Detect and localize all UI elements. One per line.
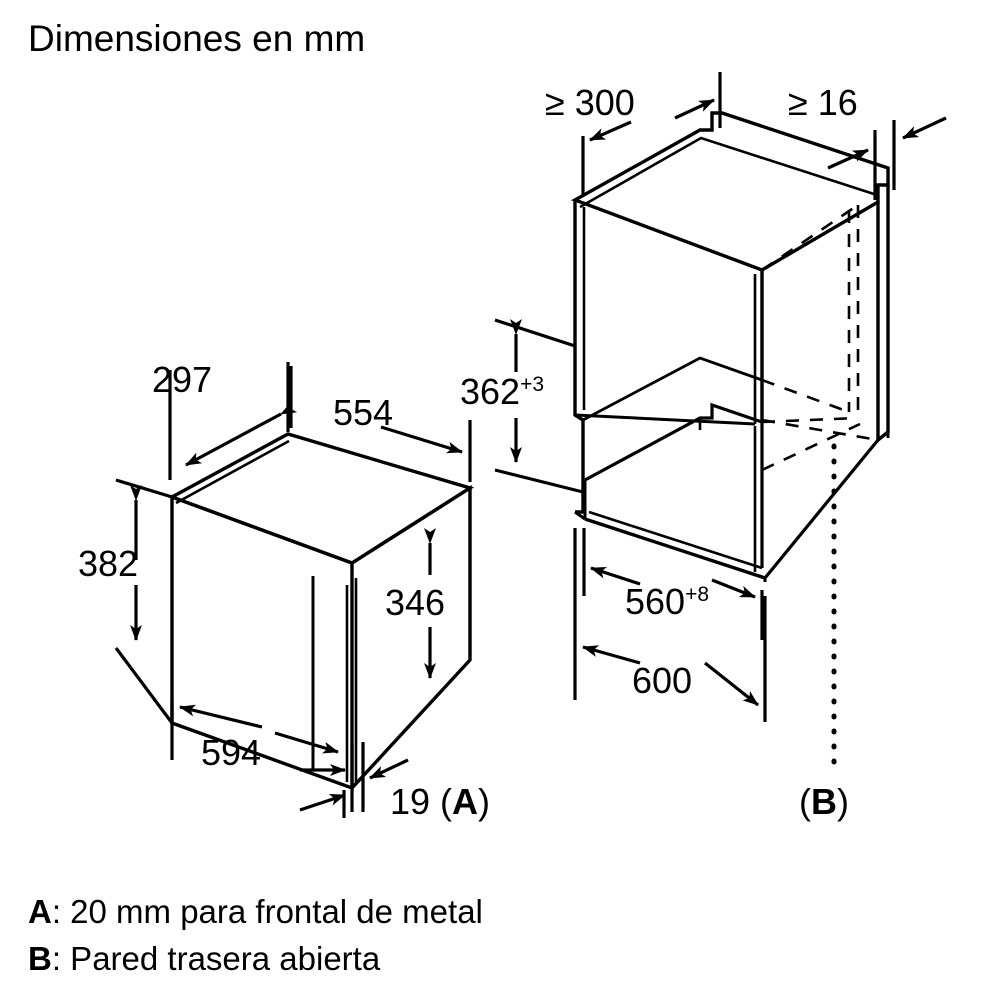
dim-16 xyxy=(827,116,947,200)
ref-label-b: (B) xyxy=(799,781,849,822)
dim-600 xyxy=(573,528,767,722)
legend-item-a: A: 20 mm para frontal de metal xyxy=(28,893,483,931)
dim-label-346: 346 xyxy=(385,582,446,623)
dim-label-297: 297 xyxy=(152,359,213,400)
dim-297 xyxy=(168,362,298,480)
dim-382 xyxy=(114,478,174,724)
legend-text-a: : 20 mm para frontal de metal xyxy=(51,893,483,930)
dim-560-value: 560 xyxy=(625,581,686,622)
legend-item-b: B: Pared trasera abierta xyxy=(28,940,380,978)
legend-key-a: A xyxy=(28,893,52,930)
dim-label-362: 362+3 xyxy=(460,374,544,410)
dim-label-19-a: 19 (A) xyxy=(390,781,491,822)
dim-362 xyxy=(494,318,584,494)
dim-300 xyxy=(581,72,722,196)
legend-text-b: : Pared trasera abierta xyxy=(51,940,381,977)
dim-560-tol: +8 xyxy=(685,583,710,606)
dim-19-value: 19 xyxy=(390,781,431,822)
cabinet-body xyxy=(570,111,890,582)
dim-362-tol: +3 xyxy=(520,373,545,396)
dim-label-16: ≥ 16 xyxy=(788,82,858,123)
dim-label-600: 600 xyxy=(632,660,693,701)
cabinet-hidden-lines xyxy=(761,203,880,579)
dim-554 xyxy=(289,366,472,482)
legend-key-b: B xyxy=(28,940,52,977)
page-title: Dimensiones en mm xyxy=(28,18,366,59)
ref-letter-b: B xyxy=(811,781,837,822)
dim-label-594: 594 xyxy=(201,732,262,773)
dim-label-382: 382 xyxy=(78,543,139,584)
dim-label-560: 560+8 xyxy=(625,584,709,620)
dim-label-300: ≥ 300 xyxy=(545,82,635,123)
dim-label-554: 554 xyxy=(333,392,394,433)
dim-362-value: 362 xyxy=(460,371,521,412)
dim-560 xyxy=(582,528,764,640)
dim-19 xyxy=(299,742,409,812)
ref-letter-a: A xyxy=(452,781,479,822)
